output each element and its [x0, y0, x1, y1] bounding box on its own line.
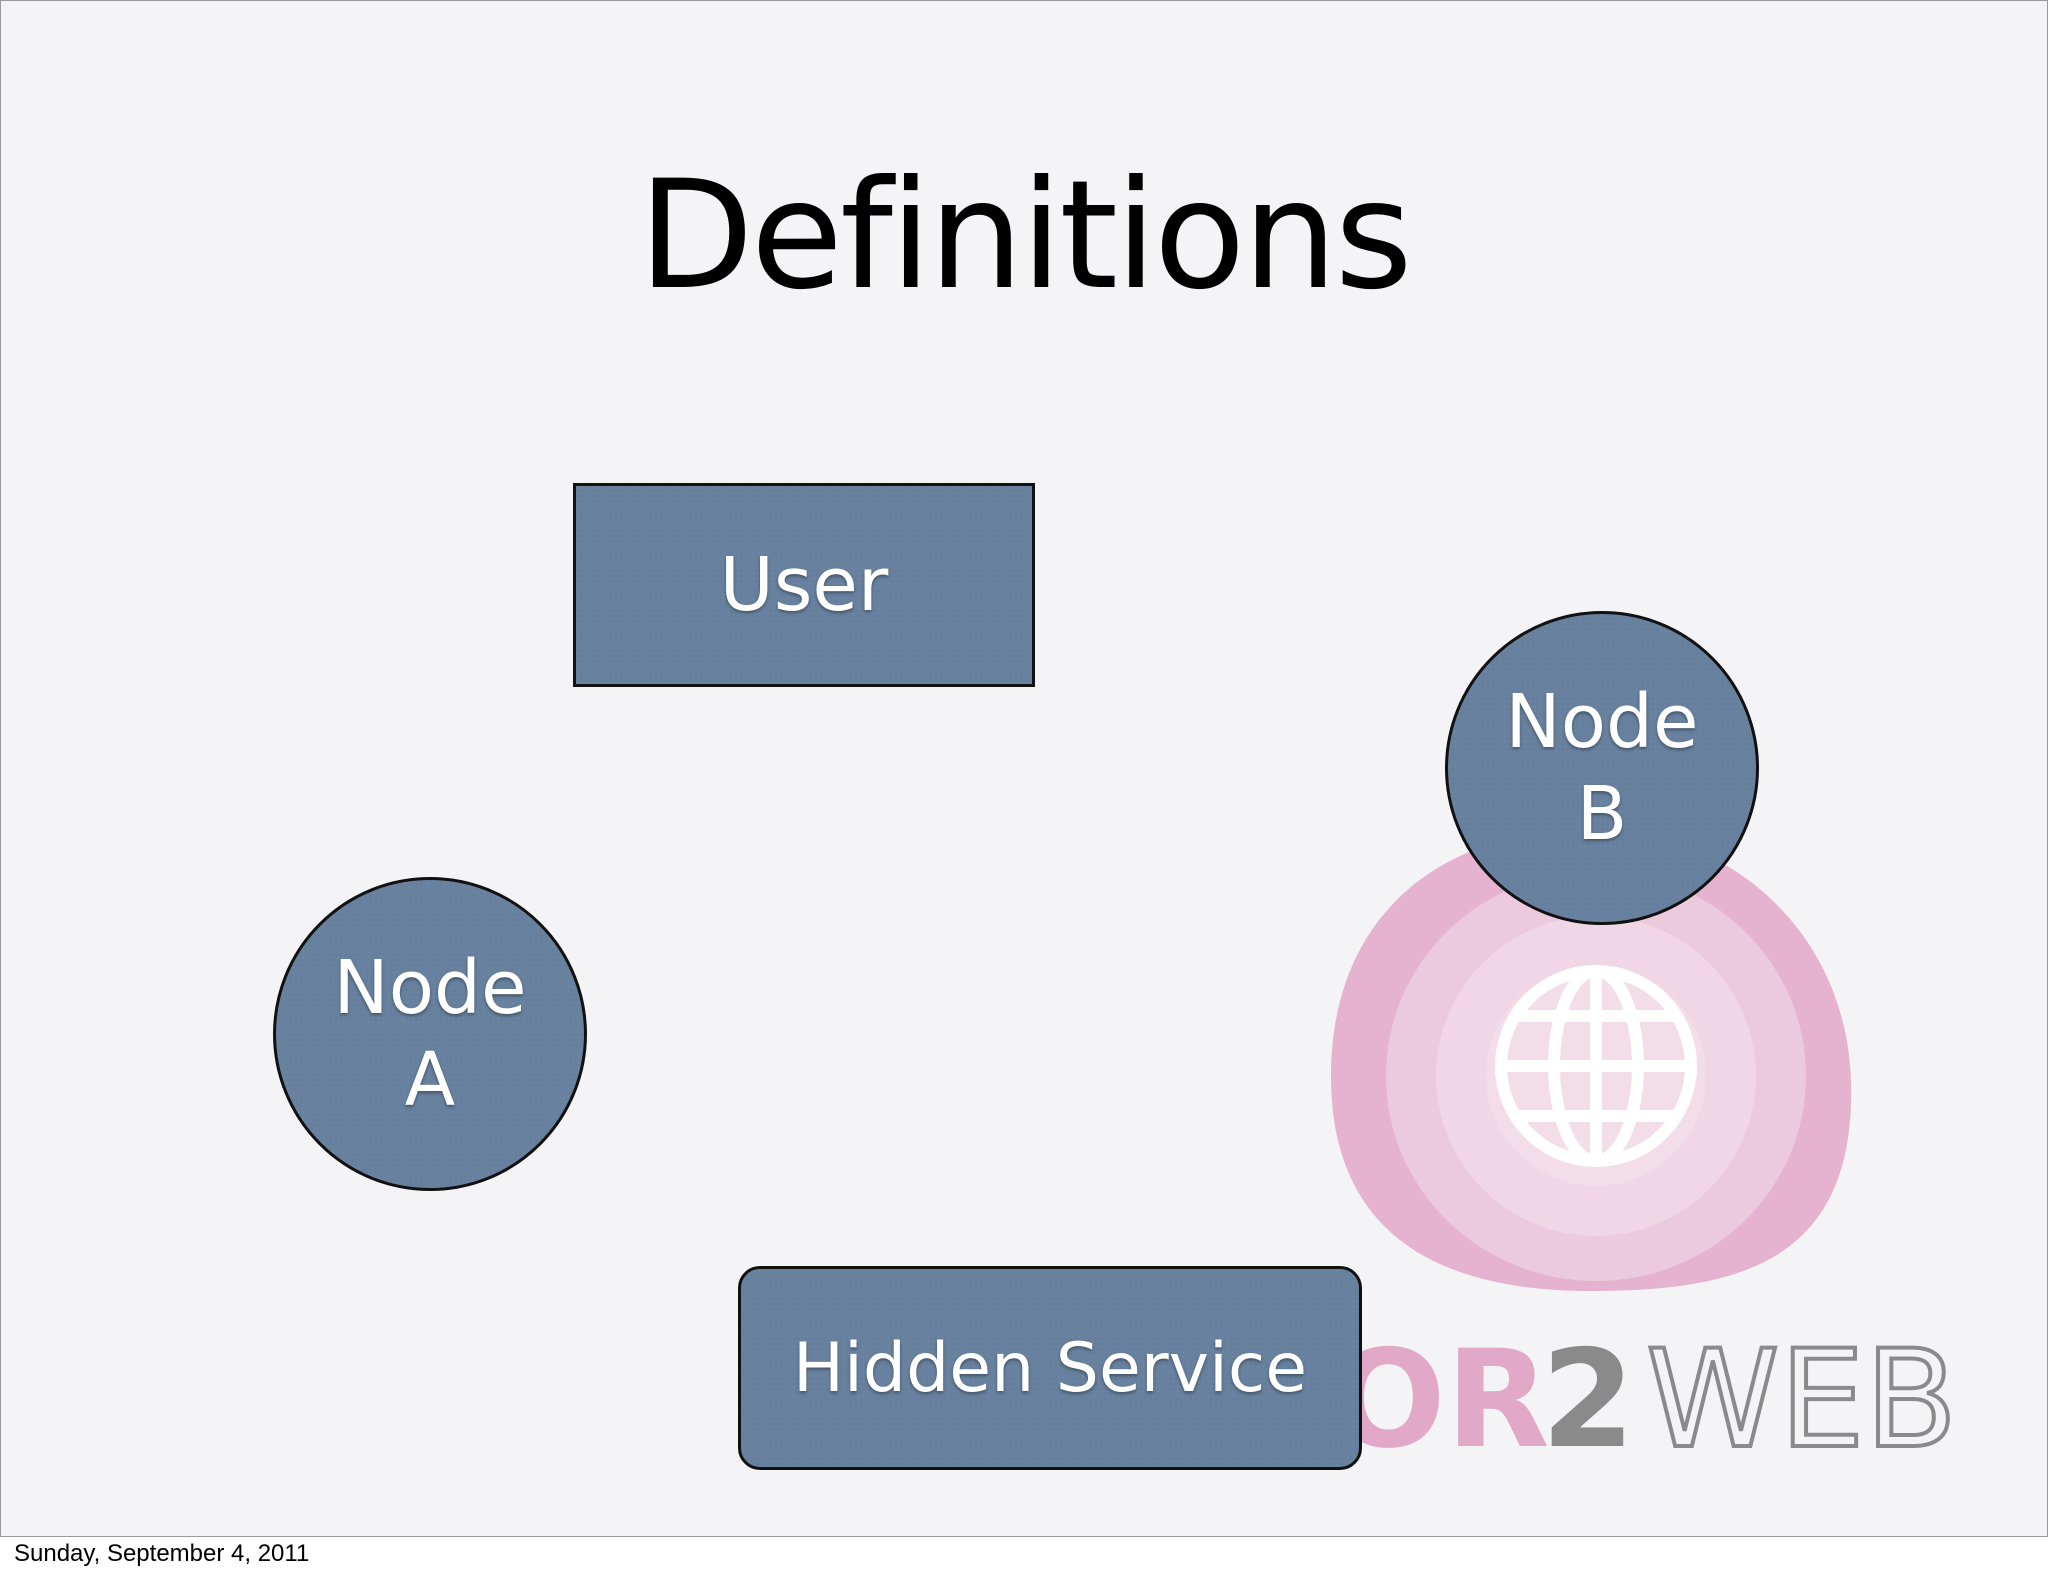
hidden-service-label: Hidden Service: [792, 1328, 1308, 1408]
slide: Definitions OR 2 WEB User Node B: [0, 0, 2048, 1537]
node-a: Node A: [273, 877, 587, 1191]
user-node: User: [573, 483, 1035, 687]
node-b-label-line2: B: [1576, 771, 1628, 857]
user-label: User: [719, 542, 889, 628]
logo-text-or: OR: [1331, 1321, 1550, 1478]
globe-icon: [1495, 965, 1697, 1167]
node-b-label-line1: Node: [1505, 679, 1699, 765]
logo-text-web: WEB: [1646, 1321, 1957, 1478]
logo-text-2: 2: [1541, 1321, 1635, 1478]
footer-date: Sunday, September 4, 2011: [14, 1540, 310, 1567]
node-b: Node B: [1445, 611, 1759, 925]
slide-title: Definitions: [638, 149, 1413, 323]
logo-wordmark: OR 2 WEB: [1331, 1319, 1959, 1480]
hidden-service-node: Hidden Service: [738, 1266, 1362, 1470]
node-a-label-line1: Node: [333, 945, 527, 1031]
node-a-label-line2: A: [404, 1037, 456, 1123]
tor2web-logo: OR 2 WEB: [1330, 828, 1959, 1480]
